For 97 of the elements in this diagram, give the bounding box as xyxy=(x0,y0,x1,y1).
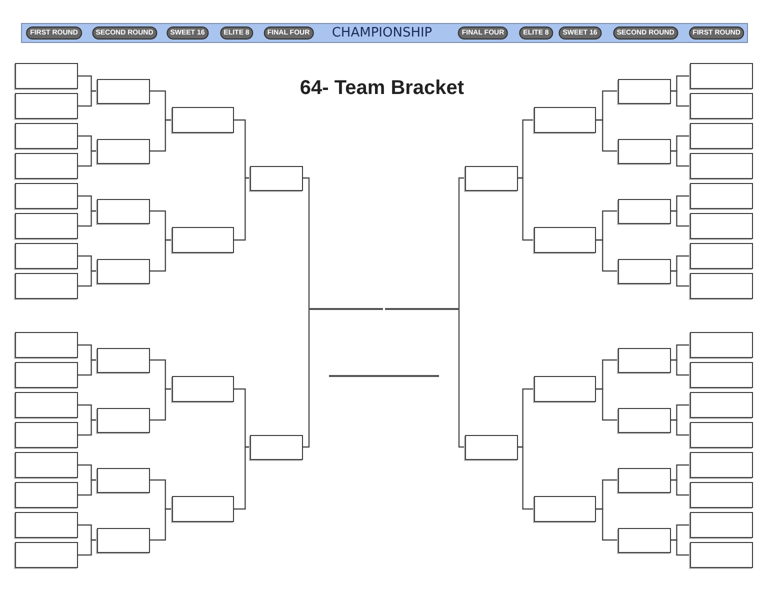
team-name-field xyxy=(97,138,150,164)
team-name-field xyxy=(15,332,78,358)
team-name-field xyxy=(690,512,753,538)
bracket-line xyxy=(596,508,618,541)
team-name-field xyxy=(690,213,753,239)
team-name-field xyxy=(690,332,753,358)
bracket-line xyxy=(234,446,250,510)
bracket-line xyxy=(78,270,97,287)
team-name-field xyxy=(690,93,753,119)
team-name-field xyxy=(15,273,78,299)
team-name-field xyxy=(97,468,150,492)
team-name-field xyxy=(15,362,78,388)
bracket-line xyxy=(234,177,250,241)
bracket-line xyxy=(671,210,690,227)
fill-in-line xyxy=(385,308,459,310)
team-name-field xyxy=(15,63,78,89)
bracket-line xyxy=(596,239,618,272)
bracket-line xyxy=(78,479,97,496)
team-name-field xyxy=(250,166,303,190)
team-name-field xyxy=(690,392,753,418)
round-heading: CHAMPIONSHIP xyxy=(332,26,432,40)
bracket-line xyxy=(78,90,97,107)
bracket-line xyxy=(150,388,172,421)
team-name-field xyxy=(172,496,234,522)
team-name-field xyxy=(172,376,234,402)
bracket-line xyxy=(150,239,172,272)
team-name-field xyxy=(690,422,753,448)
team-name-field xyxy=(172,107,234,133)
team-name-field xyxy=(618,138,671,164)
team-name-field xyxy=(690,273,753,299)
team-name-field xyxy=(97,348,150,372)
team-name-field xyxy=(690,452,753,478)
bracket-line xyxy=(671,419,690,436)
team-name-field xyxy=(15,542,78,568)
team-name-field xyxy=(15,482,78,508)
team-name-field xyxy=(690,153,753,179)
team-name-field xyxy=(690,362,753,388)
bracket-line xyxy=(671,90,690,107)
team-name-field xyxy=(15,93,78,119)
bracket-line xyxy=(671,479,690,496)
bracket-line xyxy=(78,539,97,556)
team-name-field xyxy=(618,528,671,552)
bracket-line xyxy=(518,177,534,241)
team-name-field xyxy=(97,198,150,224)
team-name-field xyxy=(250,434,303,460)
bracket-line xyxy=(671,270,690,287)
bracket-line xyxy=(303,177,310,309)
team-name-field xyxy=(15,153,78,179)
bracket-line xyxy=(671,539,690,556)
team-name-field xyxy=(690,482,753,508)
team-name-field xyxy=(465,434,518,460)
bracket-line xyxy=(671,150,690,167)
bracket-line xyxy=(150,119,172,152)
team-name-field xyxy=(465,166,518,190)
bracket-line xyxy=(458,177,465,309)
team-name-field xyxy=(15,392,78,418)
team-name-field xyxy=(618,348,671,372)
team-name-field xyxy=(690,183,753,209)
team-name-field xyxy=(618,408,671,432)
team-name-field xyxy=(15,422,78,448)
bracket-line xyxy=(78,359,97,376)
team-name-field xyxy=(690,63,753,89)
bracket-line xyxy=(150,508,172,541)
team-name-field xyxy=(15,123,78,149)
bracket-line xyxy=(458,309,465,448)
bracket-line xyxy=(596,119,618,152)
team-name-field xyxy=(534,376,596,402)
team-name-field xyxy=(534,496,596,522)
team-name-field xyxy=(618,258,671,284)
bracket-line xyxy=(518,446,534,510)
bracket-title: 64- Team Bracket xyxy=(300,77,464,99)
bracket-line xyxy=(78,150,97,167)
team-name-field xyxy=(690,123,753,149)
bracket-line xyxy=(596,388,618,421)
team-name-field xyxy=(15,243,78,269)
fill-in-line xyxy=(309,308,383,310)
team-name-field xyxy=(690,243,753,269)
team-name-field xyxy=(690,542,753,568)
team-name-field xyxy=(618,468,671,492)
team-name-field xyxy=(15,213,78,239)
team-name-field xyxy=(618,78,671,104)
bracket-line xyxy=(303,309,310,448)
team-name-field xyxy=(15,183,78,209)
bracket-line xyxy=(78,210,97,227)
fill-in-line xyxy=(329,375,439,377)
team-name-field xyxy=(97,78,150,104)
team-name-field xyxy=(618,198,671,224)
team-name-field xyxy=(15,512,78,538)
team-name-field xyxy=(97,258,150,284)
team-name-field xyxy=(534,227,596,253)
team-name-field xyxy=(97,528,150,552)
bracket-line xyxy=(671,359,690,376)
team-name-field xyxy=(534,107,596,133)
team-name-field xyxy=(97,408,150,432)
team-name-field xyxy=(172,227,234,253)
team-name-field xyxy=(15,452,78,478)
bracket-line xyxy=(78,419,97,436)
